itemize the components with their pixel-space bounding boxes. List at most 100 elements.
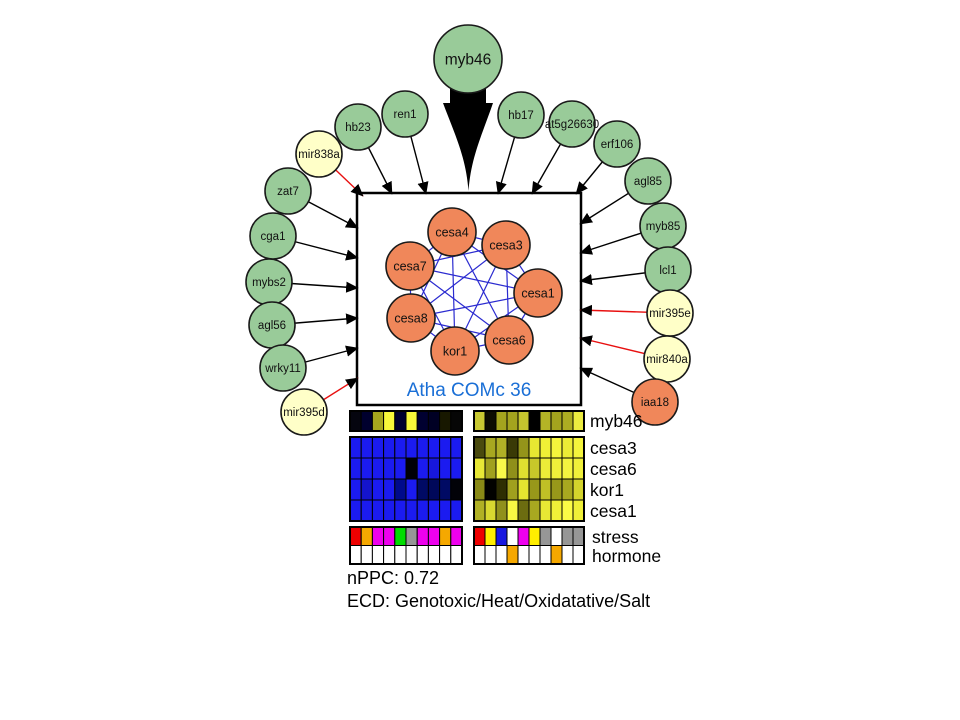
inner-node-kor1	[430, 326, 480, 376]
main-node-myb46	[433, 24, 503, 94]
heatmap-main-left-cell	[439, 457, 452, 480]
inner-node-cesa6-label: cesa6	[492, 334, 525, 348]
heatmap-main-right-cell	[572, 478, 585, 501]
inner-node-cesa4-label: cesa4	[435, 226, 468, 240]
strip-right-border	[473, 526, 585, 565]
inner-node-cesa1-label: cesa1	[521, 287, 554, 301]
heatmap-main-right-cell	[473, 478, 486, 501]
heatmap-main-left-cell	[405, 478, 418, 501]
heatmap-main-left-cell	[450, 436, 463, 459]
outer-node-agl56-label: agl56	[258, 320, 286, 332]
heatmap-myb46-left-border	[349, 410, 463, 432]
strip-left-cell	[360, 526, 373, 546]
heatmap-main-left-cell	[439, 499, 452, 522]
strip-left-cell	[394, 545, 407, 565]
heatmap-main-right-cell	[528, 499, 541, 522]
heatmap-main-right-cell	[550, 499, 563, 522]
heatmap-myb46-right-cell	[495, 410, 508, 432]
heatmap-main-left-cell	[416, 457, 429, 480]
heatmap-main-right-cell	[473, 457, 486, 480]
heatmap-main-left-cell	[371, 457, 385, 480]
strip-right-cell	[517, 526, 530, 546]
heatmap-main-left-cell	[416, 499, 429, 522]
strip-left-cell	[383, 545, 396, 565]
outer-node-hb17	[497, 91, 545, 139]
heatmap-main-right-cell	[550, 478, 563, 501]
outer-node-wrky11-label: wrky11	[264, 363, 301, 375]
outer-node-at5g26630-label: at5g26630	[545, 119, 599, 131]
heatmap-main-left-cell	[383, 436, 396, 459]
strip-left-border	[349, 526, 463, 565]
heatmap-main-right-cell	[495, 478, 508, 501]
strip-right-cell	[550, 526, 563, 546]
outer-node-agl85-label: agl85	[634, 176, 662, 188]
heatmap-main-left-cell	[371, 499, 385, 522]
heatmap-main-right-cell	[572, 436, 585, 459]
outer-node-myb85-label: myb85	[646, 221, 681, 233]
outer-node-wrky11	[259, 344, 307, 392]
heatmap-main-left-cell	[383, 478, 396, 501]
inner-node-cesa3-label: cesa3	[489, 239, 522, 253]
heatmap-main-left-cell	[360, 478, 373, 501]
heatmap-main-right-cell	[473, 436, 486, 459]
heatmap-main-right-cell	[550, 457, 563, 480]
heatmap-myb46-right-cell	[506, 410, 519, 432]
outer-node-hb23	[334, 103, 382, 151]
strip-right-cell	[539, 545, 552, 565]
strip-right-cell	[561, 545, 574, 565]
heatmap-main-right-cell	[572, 499, 585, 522]
heatmap-main-left-cell	[450, 499, 463, 522]
strip-right-cell	[495, 545, 508, 565]
heatmap-main-right-cell	[528, 478, 541, 501]
heatmap-main-left-cell	[349, 457, 362, 480]
inner-node-cesa8-label: cesa8	[394, 312, 427, 326]
heatmap-main-right-cell	[550, 436, 563, 459]
heatmap-main-left-cell	[427, 478, 441, 501]
heatmap-main-left-cell	[450, 457, 463, 480]
strip-right-cell	[473, 545, 486, 565]
inner-node-kor1-label: kor1	[443, 345, 467, 359]
heatmap-main-left-cell	[349, 478, 362, 501]
strip-right-cell	[506, 526, 519, 546]
strip-right-cell	[572, 526, 585, 546]
outer-node-hb23-label: hb23	[345, 122, 371, 134]
strip-right-cell	[561, 526, 574, 546]
heatmap-main-right-cell	[484, 499, 497, 522]
heatmap-main-right-border	[473, 436, 585, 522]
heatmap-main-right-cell	[539, 457, 552, 480]
heatmap-main-right-cell	[506, 457, 519, 480]
heatmap-myb46-left-cell	[371, 410, 385, 432]
heatmap-myb46-right-cell	[561, 410, 574, 432]
outer-node-iaa18	[631, 378, 679, 426]
outer-node-zat7	[264, 167, 312, 215]
strip-right-cell	[550, 545, 563, 565]
heatmap-main-left-cell	[371, 436, 385, 459]
strip-left-cell	[439, 545, 452, 565]
heatmap-myb46-left-cell	[405, 410, 418, 432]
strip-left-cell	[405, 545, 418, 565]
heatmap-main-left-cell	[394, 478, 407, 501]
heatmap-main-left-cell	[349, 499, 362, 522]
heatmap-main-left-border	[349, 436, 463, 522]
heatmap-main-right-cell	[561, 478, 574, 501]
heatmap-main-left-cell	[427, 436, 441, 459]
heatmap-myb46-left-cell	[360, 410, 373, 432]
strip-left-cell	[416, 526, 429, 546]
heatmap-main-right-cell	[517, 436, 530, 459]
strip-right-cell	[539, 526, 552, 546]
heatmap-myb46-left-cell	[383, 410, 396, 432]
heatmap-main-left-cell	[349, 436, 362, 459]
heatmap-main-left-cell	[360, 436, 373, 459]
strip-left-cell	[405, 526, 418, 546]
heatmap-main-right-cell	[539, 436, 552, 459]
strip-right-cell	[495, 526, 508, 546]
strip-left-cell	[439, 526, 452, 546]
myb46-main-arrow	[443, 84, 493, 191]
heatmap-main-right-cell	[539, 499, 552, 522]
strip-left-cell	[383, 526, 396, 546]
heatmap-main-left-cell	[439, 436, 452, 459]
heatmap-main-right-cell	[506, 436, 519, 459]
heatmap-main-right-cell	[517, 499, 530, 522]
strip-right-cell	[506, 545, 519, 565]
strip-right-cell	[484, 526, 497, 546]
